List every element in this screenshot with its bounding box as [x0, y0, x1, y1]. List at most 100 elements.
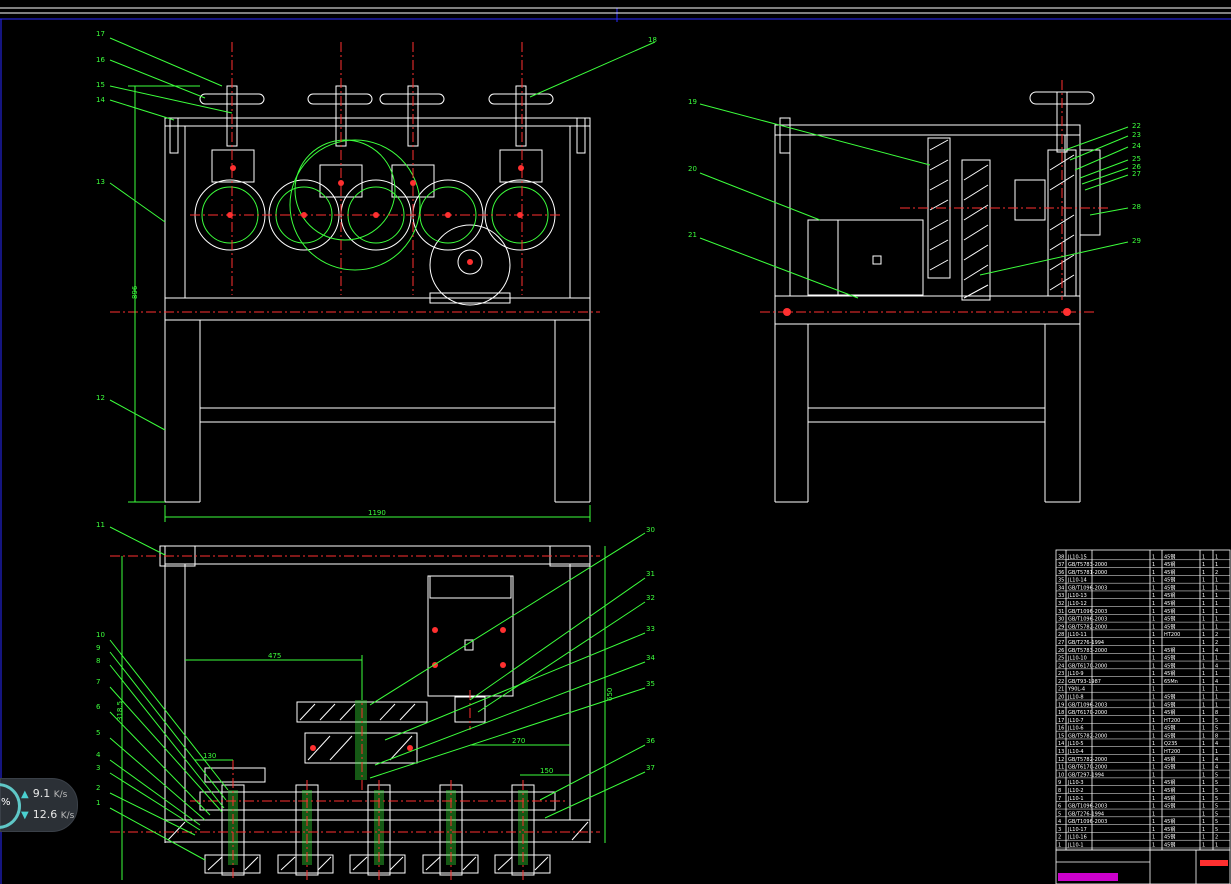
callout-4: 4 [96, 751, 101, 759]
bom-cell: 1 [1202, 819, 1205, 825]
bom-cell: 1 [1152, 733, 1155, 739]
bom-cell: 2 [1215, 835, 1218, 841]
bom-cell: 1 [1152, 562, 1155, 568]
bom-cell: 1 [1215, 687, 1218, 693]
bom-cell: 1 [1202, 804, 1205, 810]
bom-cell: 23 [1058, 671, 1064, 677]
bom-cell: GB/T6170-2000 [1068, 663, 1107, 669]
bom-cell: 1 [1152, 632, 1155, 638]
bom-cell: 45钢 [1164, 670, 1175, 677]
callout-36: 36 [646, 737, 655, 745]
bom-cell: 26 [1058, 648, 1064, 654]
bom-cell: 1 [1215, 749, 1218, 755]
bom-cell: 8 [1215, 733, 1218, 739]
bom-cell: 1 [1215, 609, 1218, 615]
callout-29: 29 [1132, 237, 1141, 245]
bom-cell: 5 [1215, 811, 1218, 817]
bom-cell: 45钢 [1164, 756, 1175, 763]
bom-cell: 17 [1058, 718, 1064, 724]
bom-cell: 25 [1058, 656, 1064, 662]
bom-cell: HT200 [1164, 718, 1180, 724]
bom-cell: 5 [1058, 811, 1061, 817]
bom-cell: 1 [1202, 741, 1205, 747]
bom-cell: 1 [1215, 624, 1218, 630]
bom-cell: 11 [1058, 765, 1064, 771]
callout-11: 11 [96, 521, 105, 529]
side-view[interactable] [774, 91, 1101, 503]
bom-cell: 1 [1202, 656, 1205, 662]
bom-cell: 1 [1152, 687, 1155, 693]
front-view[interactable] [164, 85, 591, 503]
bom-cell: 45钢 [1164, 600, 1175, 607]
bom-cell: GB/T1096-2003 [1068, 585, 1107, 591]
bom-cell: 5 [1215, 796, 1218, 802]
bom-cell: 1 [1202, 835, 1205, 841]
bom-cell: 1 [1152, 827, 1155, 833]
bom-cell: 4 [1058, 819, 1061, 825]
bom-cell: 5 [1215, 819, 1218, 825]
callout-32: 32 [646, 594, 655, 602]
callout-12: 12 [96, 394, 105, 402]
bom-cell: 1 [1215, 578, 1218, 584]
bom-cell: 6 [1058, 804, 1061, 810]
bom-cell: 1 [1202, 702, 1205, 708]
bom-cell: 1 [1152, 593, 1155, 599]
bom-cell: GB/T1096-2003 [1068, 617, 1107, 623]
bom-cell: GB/T1096-2003 [1068, 804, 1107, 810]
bom-cell: 36 [1058, 570, 1064, 576]
bom-cell: 10 [1058, 772, 1064, 778]
bom-cell: 37 [1058, 562, 1064, 568]
dim-width: 1190 [368, 509, 386, 517]
upload-arrow-icon: ▲ [21, 789, 29, 800]
bom-cell: 1 [1202, 601, 1205, 607]
bom-cell: 4 [1215, 765, 1218, 771]
callout-18: 18 [648, 36, 657, 44]
bom-cell: 1 [1152, 804, 1155, 810]
bom-cell: 30 [1058, 617, 1064, 623]
bom-cell: 27 [1058, 640, 1064, 646]
upload-speed-unit: K/s [53, 790, 68, 800]
bom-cell: 1 [1152, 710, 1155, 716]
side-view-leaders [699, 103, 1129, 299]
network-speed-widget[interactable]: % ▲9.1 K/s ▼12.6 K/s [0, 778, 78, 832]
bom-cell: 1 [1152, 570, 1155, 576]
callout-22: 22 [1132, 122, 1141, 130]
bom-cell: 1 [1152, 788, 1155, 794]
bom-cell: 45钢 [1164, 694, 1175, 701]
bom-cell: JL10-4 [1067, 749, 1084, 755]
bom-cell: 2 [1215, 570, 1218, 576]
bom-cell: 1 [1202, 663, 1205, 669]
bom-cell: 3 [1058, 827, 1061, 833]
callout-8: 8 [96, 657, 100, 665]
bom-cell: 45钢 [1164, 662, 1175, 669]
callout-3: 3 [96, 764, 100, 772]
callout-16: 16 [96, 56, 105, 64]
bom-cell: 45钢 [1164, 553, 1175, 560]
bom-cell: 45钢 [1164, 764, 1175, 771]
callout-1: 1 [96, 799, 100, 807]
bom-cell: JL10-13 [1067, 593, 1087, 599]
bom-cell: JL10-1 [1067, 843, 1084, 849]
bom-cell: 5 [1215, 726, 1218, 732]
bom-cell: JL10-16 [1067, 835, 1087, 841]
bom-cell: 1 [1202, 718, 1205, 724]
bom-cell: 5 [1215, 772, 1218, 778]
bom-cell: GB/T5781-2000 [1068, 570, 1107, 576]
dim-c: 130 [203, 752, 216, 760]
bom-cell: 1 [1202, 578, 1205, 584]
bom-cell: JL10-5 [1067, 741, 1084, 747]
callout-33: 33 [646, 625, 655, 633]
bom-cell: 45钢 [1164, 779, 1175, 786]
download-speed-unit: K/s [60, 811, 75, 821]
bom-cell: 1 [1202, 811, 1205, 817]
bom-cell: 1 [1202, 609, 1205, 615]
download-arrow-icon: ▼ [21, 810, 29, 821]
bom-cell: GB/T1096-2003 [1068, 819, 1107, 825]
bom-cell: JL10-8 [1067, 695, 1084, 701]
bom-cell: GB/T1096-2003 [1068, 609, 1107, 615]
bom-cell: 45钢 [1164, 647, 1175, 654]
bom-cell: 1 [1202, 843, 1205, 849]
bom-cell: 5 [1215, 827, 1218, 833]
